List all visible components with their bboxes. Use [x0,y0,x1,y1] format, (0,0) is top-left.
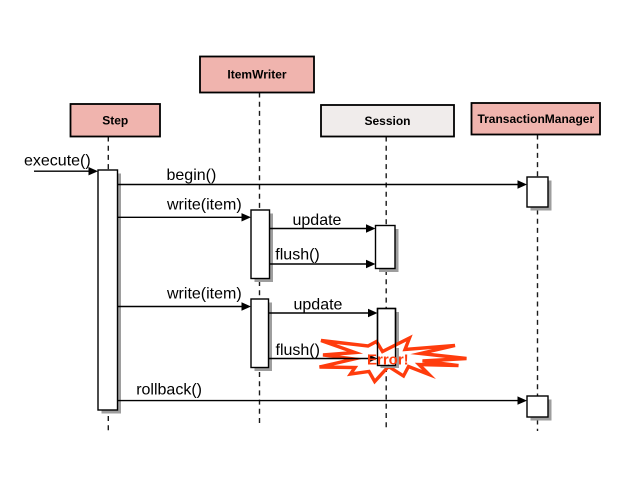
svg-text:Session: Session [364,114,410,128]
svg-text:update: update [293,212,342,229]
svg-text:flush(): flush() [276,342,320,359]
svg-text:rollback(): rollback() [136,382,202,399]
svg-text:write(item): write(item) [166,286,242,303]
svg-text:Error!: Error! [367,352,409,369]
svg-text:update: update [294,297,343,314]
svg-text:execute(): execute() [24,152,91,169]
svg-text:Step: Step [102,114,128,128]
svg-text:ItemWriter: ItemWriter [227,68,286,82]
svg-text:flush(): flush() [275,247,319,264]
svg-text:write(item): write(item) [166,196,242,213]
svg-text:TransactionManager: TransactionManager [477,112,594,126]
svg-text:begin(): begin() [167,167,217,184]
